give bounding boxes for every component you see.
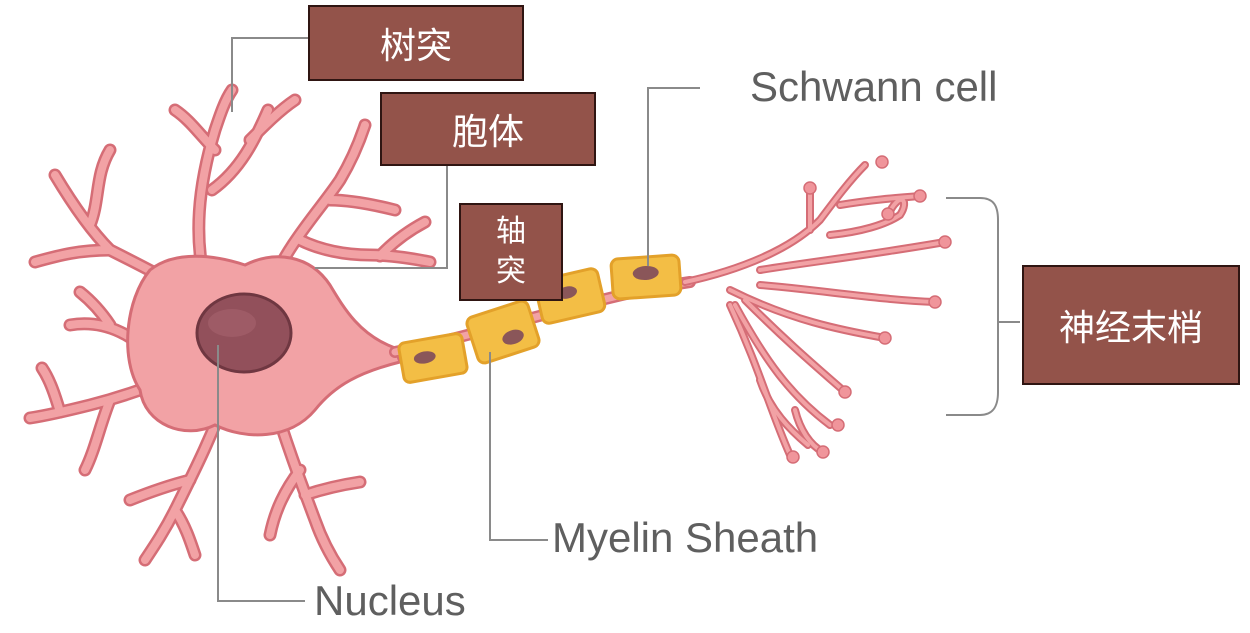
axon-label-box: 轴 突 bbox=[459, 203, 563, 301]
nerve-terminal-label-box: 神经末梢 bbox=[1022, 265, 1240, 385]
dendrite-label-box: 树突 bbox=[308, 5, 524, 81]
myelin-sheath-label: Myelin Sheath bbox=[552, 517, 818, 559]
nucleus-shape bbox=[197, 294, 291, 372]
soma-label: 胞体 bbox=[452, 103, 524, 155]
axon-label: 轴 突 bbox=[496, 212, 526, 292]
dendrite-label: 树突 bbox=[380, 17, 452, 69]
soma-label-box: 胞体 bbox=[380, 92, 596, 166]
nucleus-label: Nucleus bbox=[314, 580, 466, 622]
nerve-terminal-branches bbox=[685, 156, 951, 463]
schwann-cell-label: Schwann cell bbox=[750, 66, 997, 108]
nerve-terminal-label: 神经末梢 bbox=[1059, 299, 1203, 351]
